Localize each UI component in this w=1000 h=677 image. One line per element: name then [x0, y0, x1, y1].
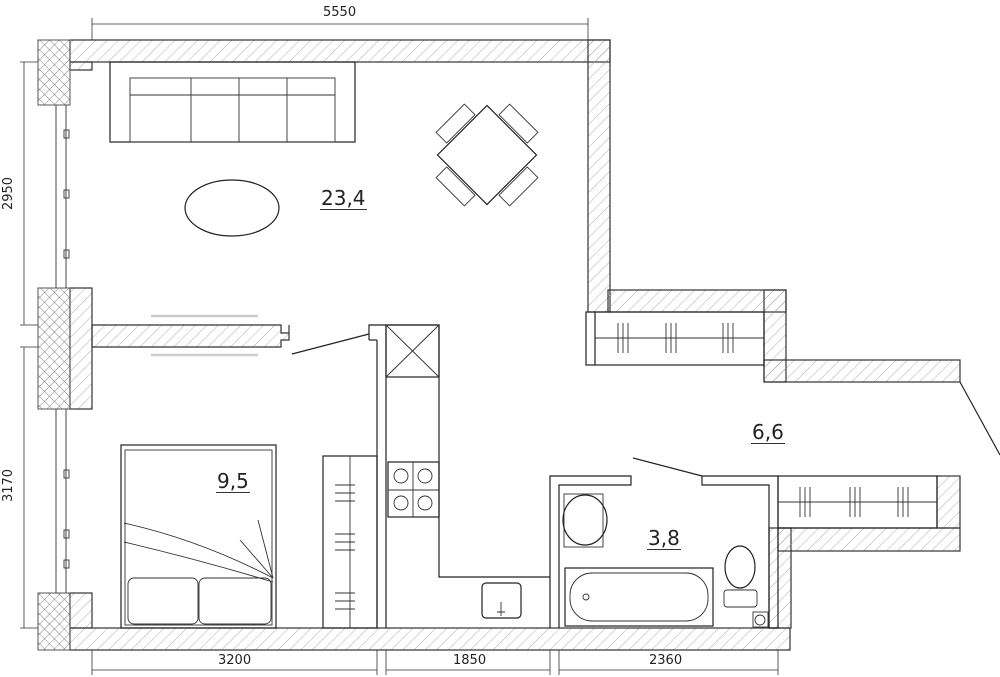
stove [387, 461, 440, 518]
area-bathroom: 3,8 [647, 526, 681, 550]
bathroom-door [632, 457, 703, 477]
wardrobe [322, 455, 378, 629]
rug [184, 179, 280, 237]
dimension-lines [20, 18, 779, 675]
dim-bottom-kitchen: 1850 [453, 653, 487, 668]
area-living: 23,4 [320, 186, 367, 210]
entrance-door [959, 381, 1000, 456]
sofa [109, 61, 356, 143]
dining-table [435, 103, 539, 207]
kitchen-sink [481, 582, 522, 619]
bathroom-fixtures [562, 493, 769, 628]
area-bedroom: 9,5 [216, 469, 250, 493]
window-left [55, 105, 70, 593]
dim-bottom-bathroom: 2360 [649, 653, 683, 668]
dim-left-upper: 2950 [1, 176, 17, 211]
dim-top-width: 5550 [323, 5, 357, 20]
bedroom-door [291, 333, 370, 355]
window-sill-lower [777, 475, 938, 529]
dim-left-lower: 3170 [1, 468, 17, 503]
walls [37, 39, 961, 651]
dim-bottom-bedroom: 3200 [218, 653, 252, 668]
bed [120, 444, 277, 629]
window-sill-upper [585, 311, 765, 366]
kitchen [385, 324, 550, 619]
area-hall: 6,6 [751, 420, 785, 444]
